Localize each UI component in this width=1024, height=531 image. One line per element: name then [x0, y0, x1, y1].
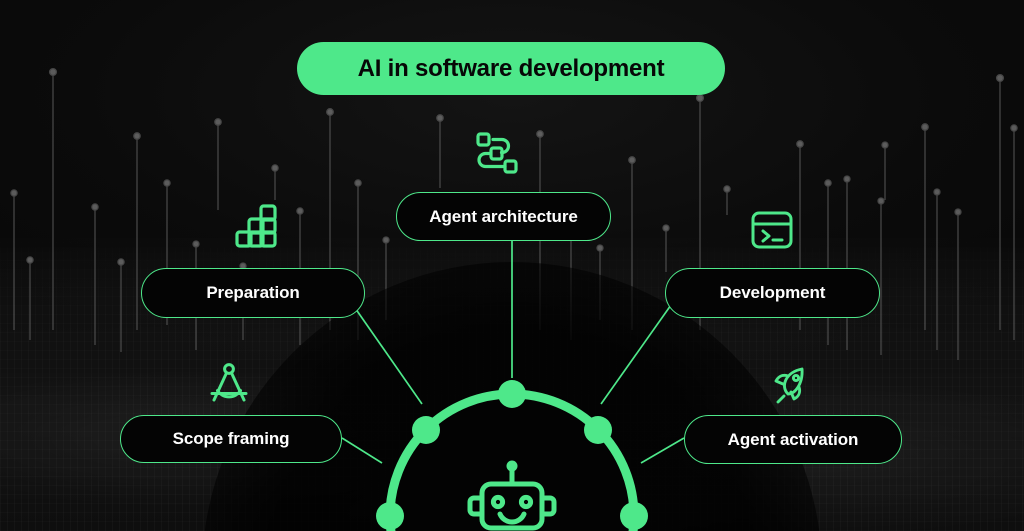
- hub-dot-right: [620, 502, 648, 530]
- hub-dot-top: [498, 380, 526, 408]
- compass-icon: [208, 362, 250, 411]
- node-agent-activation[interactable]: Agent activation: [684, 415, 902, 464]
- link-preparation: [352, 304, 423, 405]
- node-agent-architecture[interactable]: Agent architecture: [396, 192, 611, 241]
- page-title-label: AI in software development: [357, 54, 665, 82]
- robot-icon: [467, 460, 557, 531]
- node-label: Agent architecture: [429, 206, 578, 226]
- node-scope-framing[interactable]: Scope framing: [120, 415, 342, 463]
- rocket-icon: [770, 364, 814, 413]
- node-development[interactable]: Development: [665, 268, 880, 318]
- node-label: Development: [719, 283, 826, 302]
- blocks-icon: [234, 203, 280, 254]
- node-label: Preparation: [206, 283, 300, 302]
- link-agent-activation: [640, 437, 685, 464]
- hub-dot-upper-right: [584, 416, 612, 444]
- node-label: Scope framing: [172, 429, 290, 448]
- node-label: Agent activation: [727, 429, 859, 449]
- hub-dot-upper-left: [412, 416, 440, 444]
- node-preparation[interactable]: Preparation: [141, 268, 365, 318]
- ai-agent-hub[interactable]: [374, 378, 650, 531]
- page-title: AI in software development: [297, 42, 725, 95]
- link-scope-framing: [341, 437, 383, 464]
- workflow-icon: [472, 130, 522, 183]
- hub-dot-left: [376, 502, 404, 530]
- terminal-icon: [750, 208, 794, 257]
- link-development: [600, 304, 672, 405]
